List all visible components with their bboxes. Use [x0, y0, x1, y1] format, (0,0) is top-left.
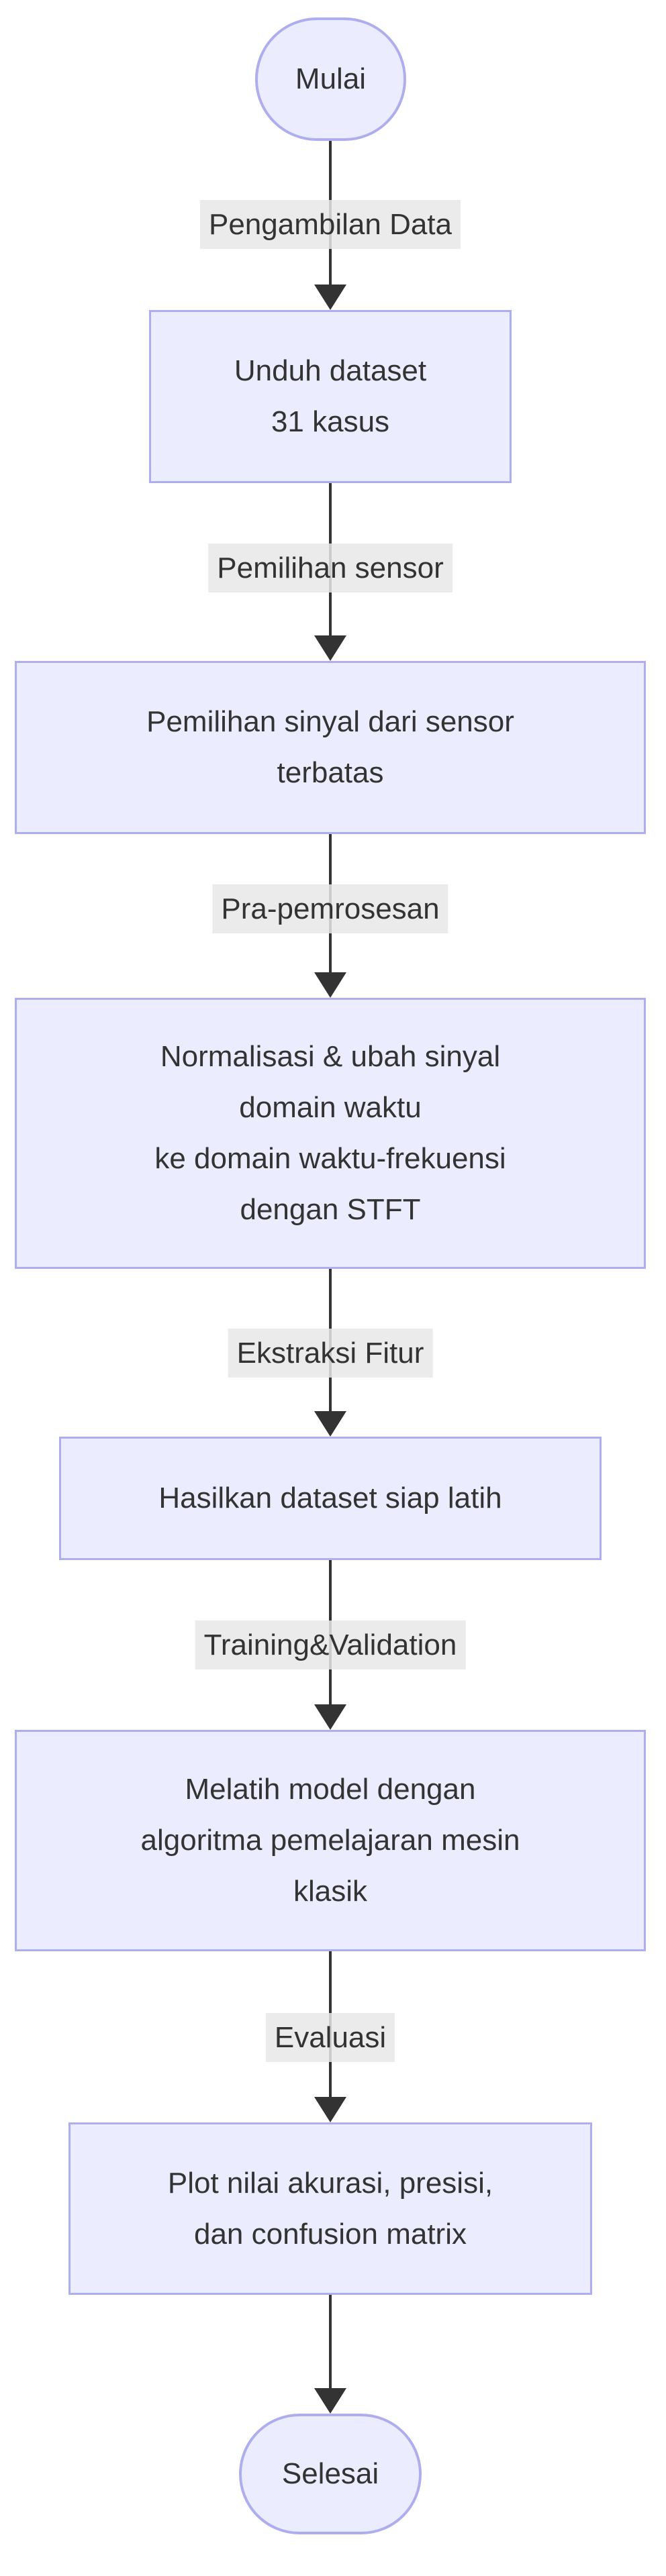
edge-label-evaluasi: Evaluasi	[265, 2013, 395, 2062]
edge-label-ekstraksi-fitur: Ekstraksi Fitur	[228, 1329, 433, 1378]
edge-label-training-validation: Training&Validation	[195, 1620, 466, 1669]
edge-label-pemilihan-sensor: Pemilihan sensor	[208, 544, 453, 593]
arrow-head-icon	[314, 2388, 346, 2414]
node-melatih-model: Melatih model dengan algoritma pemelajar…	[15, 1730, 646, 1951]
edge-label-pengambilan-data: Pengambilan Data	[199, 200, 461, 249]
arrow-head-icon	[314, 1411, 346, 1437]
arrow-head-icon	[314, 635, 346, 661]
node-start-mulai: Mulai	[255, 17, 406, 141]
arrow-head-icon	[314, 2097, 346, 2122]
arrow-head-icon	[314, 1704, 346, 1730]
node-plot-evaluasi: Plot nilai akurasi, presisi, dan confusi…	[68, 2122, 592, 2295]
node-hasilkan-dataset: Hasilkan dataset siap latih	[59, 1437, 602, 1560]
flow-arrow-line	[329, 2295, 332, 2393]
node-end-selesai: Selesai	[239, 2414, 422, 2534]
arrow-head-icon	[314, 972, 346, 998]
node-pemilihan-sinyal: Pemilihan sinyal dari sensor terbatas	[15, 661, 646, 834]
node-normalisasi-stft: Normalisasi & ubah sinyal domain waktu k…	[15, 998, 646, 1269]
edge-label-pra-pemrosesan: Pra-pemrosesan	[212, 884, 448, 933]
arrow-head-icon	[314, 285, 346, 310]
node-unduh-dataset: Unduh dataset 31 kasus	[149, 310, 512, 483]
